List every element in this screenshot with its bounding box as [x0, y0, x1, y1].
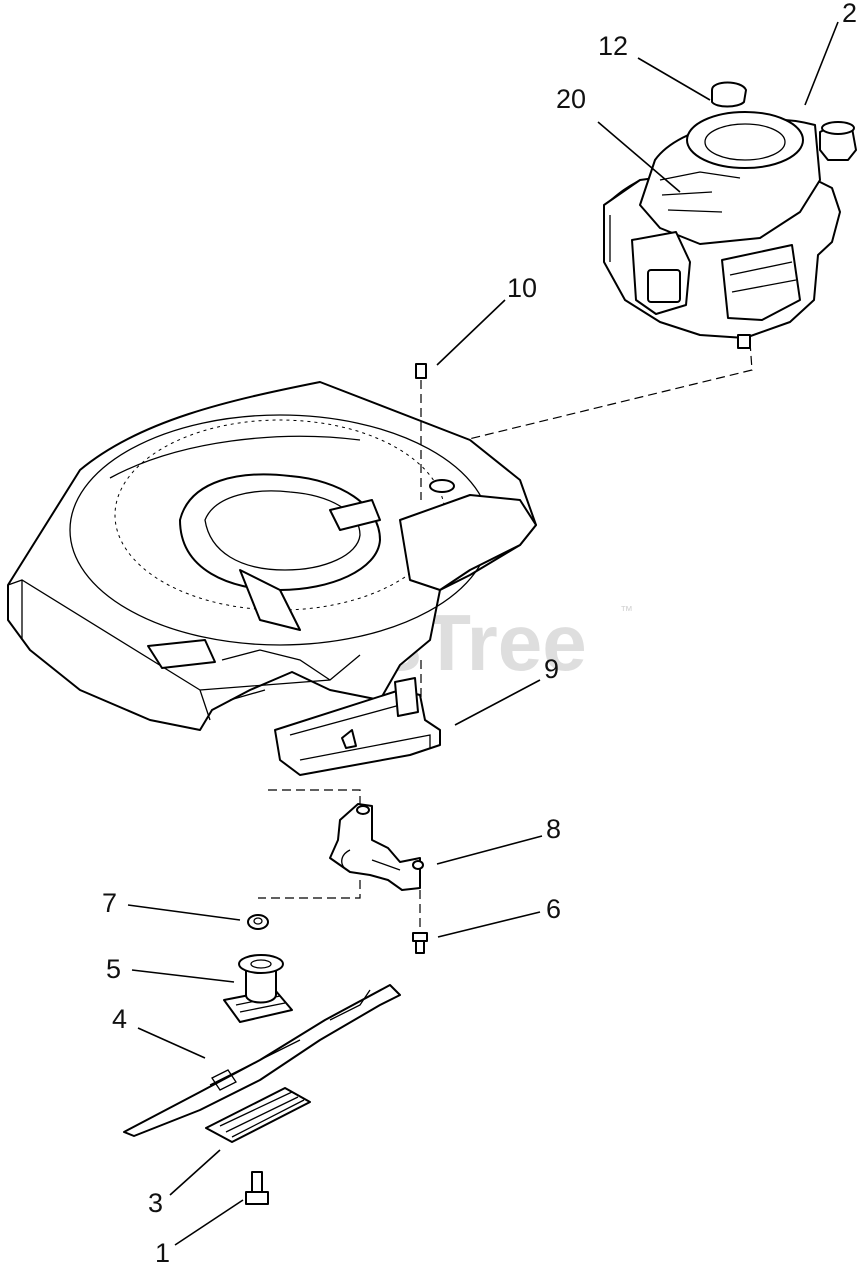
callout-2: 2	[842, 0, 857, 28]
callout-1: 1	[155, 1238, 170, 1268]
callout-4: 4	[112, 1004, 127, 1034]
part-8-bracket	[258, 789, 424, 930]
callout-labels: 1 2 3 4 5 6 7 8 9 10 12 20	[102, 0, 857, 1268]
engine	[603, 81, 857, 349]
leader-lines	[127, 21, 839, 1246]
callout-6: 6	[546, 894, 561, 924]
part-9-baffle	[274, 677, 441, 776]
part-6-bolt	[412, 932, 428, 954]
part-3-stiffener	[205, 1087, 311, 1143]
part-1-bolt	[245, 1171, 269, 1205]
part-5-adapter	[223, 954, 293, 1023]
watermark-trademark: ™	[620, 603, 633, 618]
callout-5: 5	[106, 954, 121, 984]
callout-10: 10	[507, 273, 537, 303]
callout-3: 3	[148, 1188, 163, 1218]
dashed-line-engine	[431, 341, 753, 449]
mower-deck	[7, 381, 537, 731]
callout-9: 9	[544, 654, 559, 684]
part-4-blade	[123, 984, 401, 1137]
callout-7: 7	[102, 888, 117, 918]
callout-20: 20	[556, 84, 586, 114]
part-10-bolt	[415, 363, 427, 379]
callout-12: 12	[598, 31, 628, 61]
part-7-washer	[247, 914, 269, 930]
callout-8: 8	[546, 814, 561, 844]
